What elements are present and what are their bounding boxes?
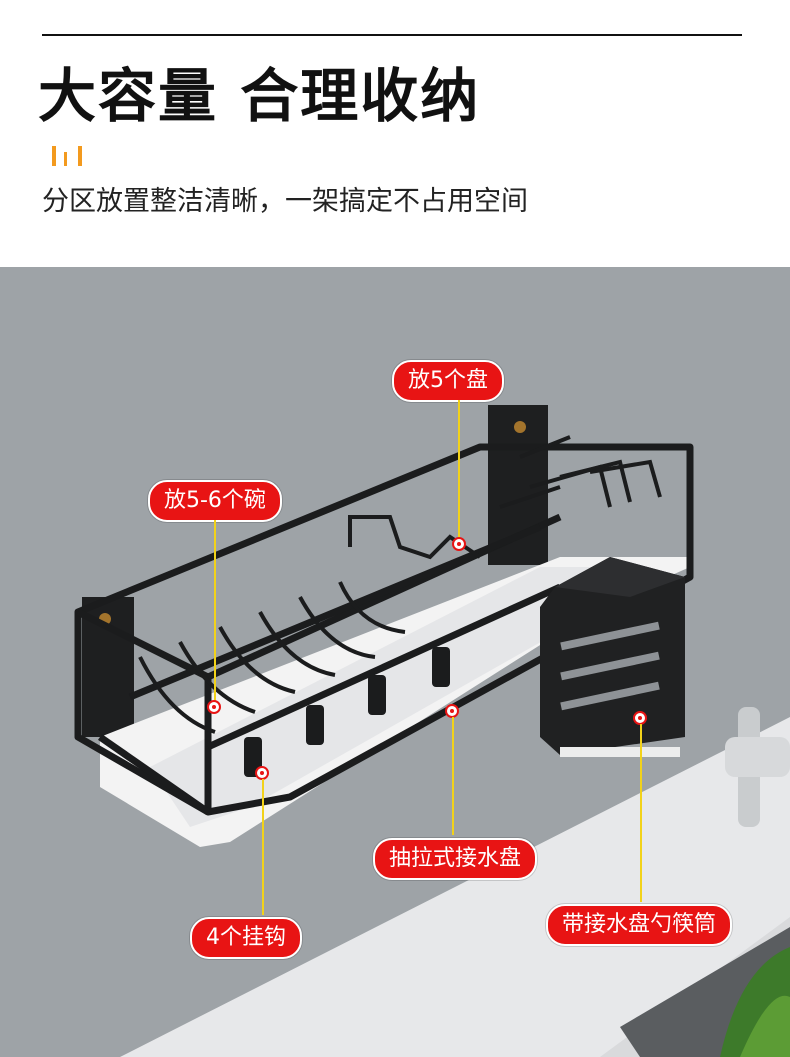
leader-plates [458,400,460,540]
marker-hooks [255,766,269,780]
dish-rack-illustration [0,267,790,1057]
callout-bowls: 放5-6个碗 [148,480,282,522]
page-title: 大容量 合理收纳 [38,62,481,130]
callout-drip-tray: 抽拉式接水盘 [373,838,538,880]
marker-drip-tray [445,704,459,718]
leader-hooks [262,779,264,915]
marker-plates [452,537,466,551]
leader-bowls [214,520,216,705]
marker-utensil-holder [633,711,647,725]
accent-marks [50,146,90,168]
marker-bowls [207,700,221,714]
callout-hooks: 4个挂钩 [190,917,302,959]
product-photo: 放5个盘 放5-6个碗 抽拉式接水盘 4个挂钩 带接水盘勺筷筒 [0,267,790,1057]
page-subtitle: 分区放置整洁清晰，一架搞定不占用空间 [42,186,528,217]
leader-utensil-holder [640,724,642,902]
callout-plates: 放5个盘 [392,360,504,402]
callout-utensil-holder: 带接水盘勺筷筒 [546,904,733,946]
top-divider [42,34,742,36]
leader-drip-tray [452,717,454,835]
